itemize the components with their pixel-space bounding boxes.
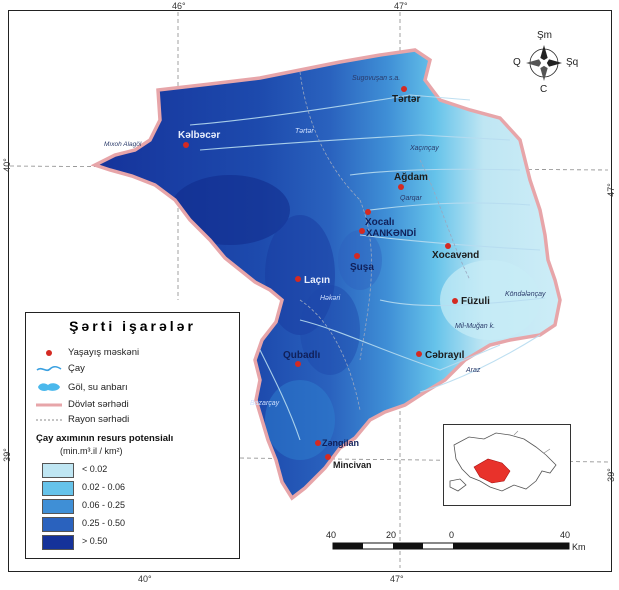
compass-east: Şq	[566, 57, 579, 68]
settlement-label: Laçın	[304, 275, 330, 286]
coord-label: 39°	[605, 468, 616, 482]
coord-label: 47°	[394, 1, 408, 11]
settlement-dot	[401, 86, 407, 92]
legend-class-label: 0.06 - 0.25	[82, 500, 126, 510]
settlement-label: Zəngilan	[322, 438, 359, 448]
settlement-dot	[452, 298, 458, 304]
inset-locator-map	[443, 424, 571, 506]
settlement-markers	[183, 86, 458, 460]
state-border-line-icon	[36, 402, 62, 408]
lake-blob-icon	[36, 381, 62, 393]
legend-swatch	[42, 535, 74, 550]
river-line-icon	[36, 365, 62, 373]
settlement-label: Tərtər	[392, 94, 420, 105]
coord-label: 46°	[172, 1, 186, 11]
settlement-label: Cəbrayıl	[425, 350, 465, 361]
scale-tick: 40	[326, 530, 337, 540]
legend-item-lake: Göl, su anbarı	[36, 381, 128, 393]
legend-class-label: > 0.50	[82, 536, 108, 546]
settlement-label: XANKƏNDİ	[366, 228, 416, 239]
coord-label: 47°	[605, 183, 616, 197]
settlement-label: Füzuli	[461, 296, 490, 307]
settlement-dot	[359, 228, 365, 234]
river-label: Tərtər	[295, 128, 314, 135]
azerbaijan-outline-icon	[449, 430, 557, 492]
legend-potential-unit: (min.m³.il / km²)	[60, 446, 123, 456]
scale-unit: Km	[572, 542, 586, 552]
compass-rose-icon	[526, 45, 562, 81]
coord-label: 39°	[1, 448, 12, 462]
legend-swatch	[42, 463, 74, 478]
legend-swatch	[42, 481, 74, 496]
settlement-dot	[365, 209, 371, 215]
river-label: Köndələnçay	[505, 291, 546, 298]
legend-swatch	[42, 517, 74, 532]
legend-class-label: < 0.02	[82, 464, 108, 474]
district-border-line-icon	[36, 417, 62, 423]
settlement-dot	[398, 184, 404, 190]
scale-tick: 0	[449, 530, 455, 540]
scale-bar	[332, 542, 570, 550]
lake-label: Mıxoh Alagöl	[104, 141, 142, 148]
settlement-dot	[295, 276, 301, 282]
coord-label: 40°	[138, 574, 152, 584]
legend-potential-title: Çay axımının resurs potensialı	[36, 433, 174, 444]
district-borders	[299, 71, 471, 411]
settlement-label: Xocavənd	[432, 250, 479, 261]
river-label: Xaçınçay	[409, 145, 439, 152]
legend-item-river: Çay	[36, 363, 85, 374]
settlement-label: Şuşa	[350, 262, 374, 273]
settlement-dot	[295, 361, 301, 367]
settlement-label: Xocalı	[365, 217, 395, 228]
coord-label: 47°	[390, 574, 404, 584]
runoff-potential-surface	[95, 50, 560, 498]
legend-swatch	[42, 499, 74, 514]
river-label: Mil-Muğan k.	[455, 323, 495, 330]
legend-item-settlement: Yaşayış məskəni	[36, 347, 139, 358]
settlement-label: Kəlbəcər	[178, 130, 220, 141]
settlement-label: Mincivan	[333, 460, 372, 470]
legend-item-state-border: Dövlət sərhədi	[36, 399, 129, 410]
settlement-label: Qubadlı	[283, 350, 320, 361]
river-label: Araz	[465, 367, 481, 374]
settlement-dot	[325, 454, 331, 460]
settlement-label: Ağdam	[394, 172, 428, 183]
settlement-dot	[315, 440, 321, 446]
map-legend: Şərti işarələr Yaşayış məskəni Çay Göl, …	[25, 312, 240, 559]
river-label: Bazarçay	[250, 400, 280, 407]
scale-tick: 20	[386, 530, 397, 540]
compass-north: Şm	[537, 30, 552, 41]
settlement-dot-icon	[36, 349, 62, 357]
scale-tick: 40	[560, 530, 571, 540]
settlement-dot	[354, 253, 360, 259]
river-label: Qarqar	[400, 195, 422, 202]
legend-class-label: 0.02 - 0.06	[82, 482, 126, 492]
compass-south: C	[540, 84, 548, 95]
river-label: Sugovuşan s.a.	[352, 75, 400, 82]
settlement-dot	[445, 243, 451, 249]
legend-item-district-border: Rayon sərhədi	[36, 414, 129, 425]
settlement-dot	[416, 351, 422, 357]
settlement-dot	[183, 142, 189, 148]
legend-title: Şərti işarələr	[69, 318, 196, 334]
coord-label: 40°	[1, 158, 12, 172]
compass-west: Q	[513, 57, 521, 68]
legend-class-label: 0.25 - 0.50	[82, 518, 126, 528]
river-label: Həkəri	[320, 295, 341, 302]
